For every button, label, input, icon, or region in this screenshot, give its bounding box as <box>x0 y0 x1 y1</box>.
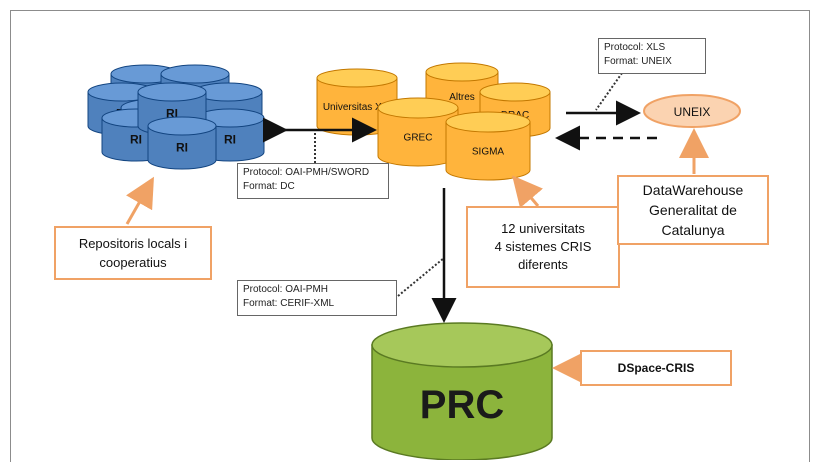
prc-label: PRC <box>420 383 504 427</box>
arrow-callout-repos <box>125 176 154 225</box>
callout-datawarehouse-line1: DataWarehouse <box>642 182 744 198</box>
uneix-label: UNEIX <box>674 105 711 119</box>
protocol-oai-cerif-line1: Protocol: OAI-PMH <box>243 284 329 295</box>
callout-datawarehouse: DataWarehouse Generalitat de Catalunya <box>617 175 769 245</box>
callout-repositoris-line2: cooperatius <box>99 255 167 270</box>
cris-cylinder-grec-label: GREC <box>404 132 433 143</box>
protocol-oai-sword-line1: Protocol: OAI-PMH/SWORD <box>243 167 370 178</box>
protocol-oai-cerif-line2: Format: CERIF-XML <box>243 298 335 309</box>
callout-universitats-line1: 12 universitats <box>501 221 585 236</box>
callout-datawarehouse-line2: Generalitat de <box>649 202 737 218</box>
callout-universitats-line2: 4 sistemes CRIS <box>494 239 592 254</box>
cris-cylinder-sigma: SIGMA <box>445 111 531 181</box>
callout-repositoris-line1: Repositoris locals i <box>78 236 188 251</box>
repository-cylinders: RIRIRIRIRIRI <box>87 64 265 170</box>
callout-dspace-label: DSpace-CRIS <box>617 361 695 375</box>
protocol-xls-line1: Protocol: XLS <box>604 42 666 53</box>
callout-universitats: 12 universitats 4 sistemes CRIS diferent… <box>466 206 620 288</box>
callout-datawarehouse-line3: Catalunya <box>661 222 725 238</box>
protocol-box-xls: Protocol: XLS Format: UNEIX <box>598 38 706 74</box>
dotted-xls <box>595 72 623 111</box>
protocol-box-oai-sword: Protocol: OAI-PMH/SWORD Format: DC <box>237 163 389 199</box>
callout-dspace: DSpace-CRIS <box>580 350 732 386</box>
arrow-callout-cris <box>512 175 543 209</box>
callout-repositoris: Repositoris locals i cooperatius <box>54 226 212 280</box>
diagram-frame <box>10 10 810 462</box>
dotted-oai-cerif <box>397 257 445 297</box>
cris-cylinder-altres-label: Altres <box>449 92 475 103</box>
ri-cylinder-label: RI <box>224 133 236 147</box>
ri-cylinder-label: RI <box>176 141 188 155</box>
protocol-oai-sword-line2: Format: DC <box>243 181 295 192</box>
callout-universitats-line3: diferents <box>518 257 568 272</box>
ri-cylinder-label: RI <box>130 133 142 147</box>
cris-cylinder-grec: GREC <box>377 97 459 167</box>
cris-cylinder-sigma-label: SIGMA <box>472 146 505 157</box>
ri-cylinder: RI <box>147 116 217 170</box>
uneix-node: UNEIX <box>643 94 741 128</box>
protocol-xls-line2: Format: UNEIX <box>604 56 672 67</box>
prc-cylinder: PRC <box>371 322 553 460</box>
cris-cylinder-universitas-label: Universitas XXI <box>323 102 391 113</box>
protocol-box-oai-cerif: Protocol: OAI-PMH Format: CERIF-XML <box>237 280 397 316</box>
